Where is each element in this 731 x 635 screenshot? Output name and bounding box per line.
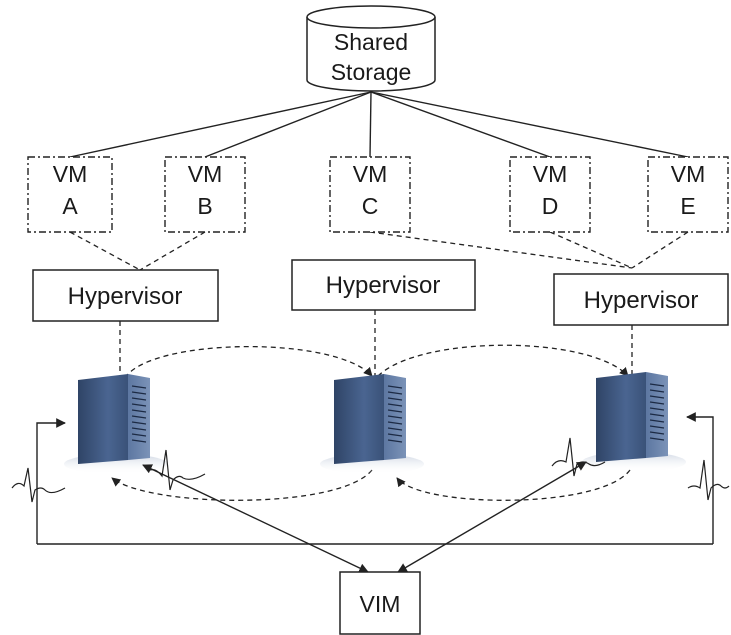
heartbeat-wave-icon [551, 437, 606, 477]
vm-box-b[interactable]: VM B [164, 156, 246, 233]
vm-c-label-line2: C [362, 193, 379, 219]
heartbeat-wave-icon [11, 467, 66, 503]
vim-label: VIM [360, 591, 401, 617]
vm-a-label-line2: A [62, 193, 78, 219]
server-tower-icon[interactable] [64, 374, 168, 474]
hypervisor-left-label: Hypervisor [68, 283, 183, 310]
hypervisor-middle-label: Hypervisor [326, 272, 441, 299]
storage-label-line2: Storage [331, 59, 412, 85]
vm-e-label-line1: VM [671, 161, 706, 187]
vm-box-a[interactable]: VM A [27, 156, 113, 233]
heartbeat-wave-icon [687, 459, 730, 501]
server-tower-icon[interactable] [582, 372, 686, 472]
server-tower-icon[interactable] [320, 374, 424, 474]
hypervisor-box-right[interactable]: Hypervisor [553, 273, 729, 326]
vim-box[interactable]: VIM [339, 571, 421, 635]
storage-label-line1: Shared [334, 29, 408, 55]
heartbeat-wave-icon [149, 449, 206, 491]
vm-b-label-line2: B [197, 193, 212, 219]
migration-arcs [111, 344, 631, 501]
storage-links [69, 91, 689, 158]
shared-storage[interactable]: Shared Storage [306, 5, 436, 92]
hypervisor-box-middle[interactable]: Hypervisor [291, 259, 476, 311]
vm-box-c[interactable]: VM C [329, 156, 411, 233]
hypervisor-right-label: Hypervisor [584, 287, 699, 314]
vm-e-label-line2: E [680, 193, 695, 219]
vm-box-e[interactable]: VM E [647, 156, 729, 233]
vm-a-label-line1: VM [53, 161, 88, 187]
vm-box-d[interactable]: VM D [509, 156, 591, 233]
vm-d-label-line2: D [542, 193, 559, 219]
vm-hypervisor-links [69, 231, 689, 271]
vm-d-label-line1: VM [533, 161, 568, 187]
vm-c-label-line1: VM [353, 161, 388, 187]
hypervisor-server-links [119, 310, 633, 378]
hypervisor-box-left[interactable]: Hypervisor [32, 269, 219, 322]
vim-server-links [142, 461, 587, 573]
vm-b-label-line1: VM [188, 161, 223, 187]
